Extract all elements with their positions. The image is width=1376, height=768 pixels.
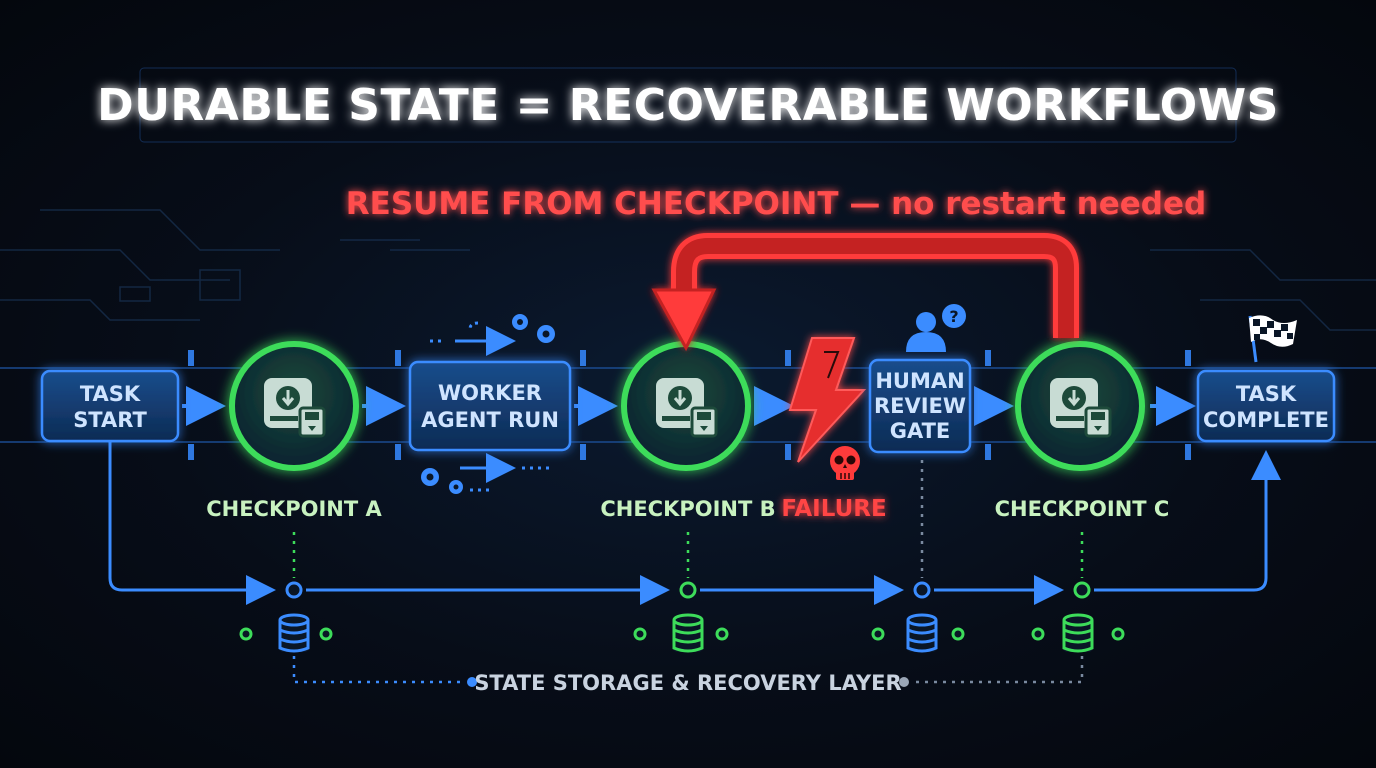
checkpoint-b-label: CHECKPOINT B [600,497,775,521]
svg-text:?: ? [949,307,958,326]
task-complete-label-1: TASK [1236,382,1297,406]
task-complete-label-2: COMPLETE [1203,408,1329,432]
save-disk-icon [264,378,326,438]
worker-agent-run-node: WORKER AGENT RUN [408,360,572,452]
task-start-node: TASK START [40,369,180,443]
task-start-label-1: TASK [80,382,141,406]
circuit-decoration [0,209,1376,331]
gears-icon [421,314,555,494]
storage-layer-label: STATE STORAGE & RECOVERY LAYER [474,671,901,695]
state-nodes [285,581,1091,599]
lightning-bolt-icon [788,337,867,463]
storage-layer-bracket [292,656,1084,687]
checkered-flag-icon [1248,315,1297,363]
worker-label-1: WORKER [438,381,542,405]
checkpoint-b-node [621,341,751,471]
state-flow-line [108,441,1281,605]
checkpoint-c-label: CHECKPOINT C [995,497,1170,521]
database-icon [906,613,938,653]
worker-label-2: AGENT RUN [421,408,559,432]
person-question-icon: ? [906,304,966,352]
review-label-2: REVIEW [874,394,966,418]
database-icon [278,613,310,653]
title-group: DURABLE STATE = RECOVERABLE WORKFLOWS [97,67,1279,144]
human-review-gate-node: HUMAN REVIEW GATE [868,358,972,454]
failure-node [788,337,867,480]
save-disk-icon [656,378,718,438]
review-label-1: HUMAN [875,369,964,393]
checkpoint-a-node [229,341,359,471]
checkpoint-a-label: CHECKPOINT A [206,497,382,521]
skull-icon [830,446,860,480]
resume-label: RESUME FROM CHECKPOINT — no restart need… [346,186,1206,222]
task-complete-node: TASK COMPLETE [1196,369,1336,443]
checkpoint-c-node [1015,341,1145,471]
resume-arrow [651,233,1079,352]
database-icon [672,613,704,653]
task-start-label-2: START [73,408,147,432]
checkpoint-connectors [292,532,1084,578]
save-disk-icon [1050,378,1112,438]
failure-label: FAILURE [781,496,886,522]
review-label-3: GATE [890,419,951,443]
database-icon [1062,613,1094,653]
page-title: DURABLE STATE = RECOVERABLE WORKFLOWS [97,80,1279,131]
